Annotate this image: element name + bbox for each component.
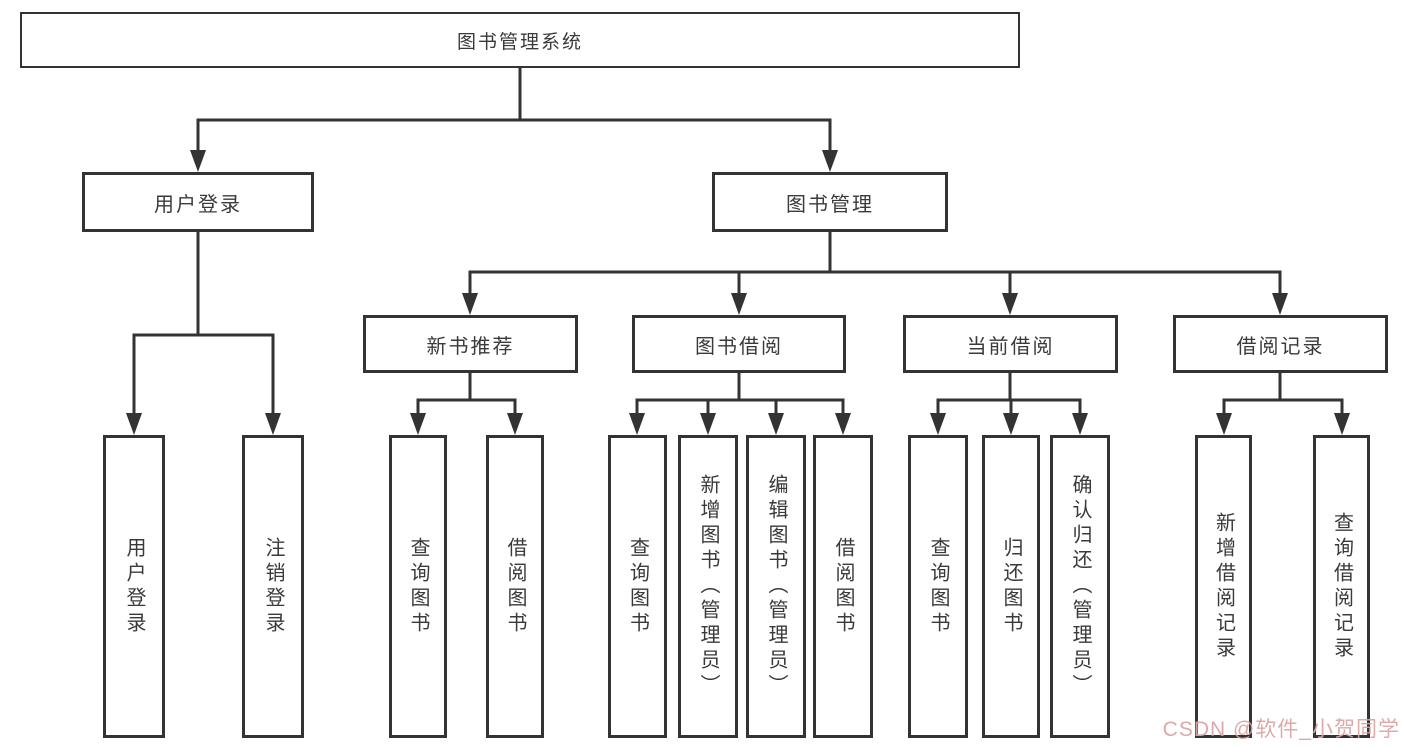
leaf-query-books-recommend: 查询图书 [389, 435, 447, 738]
arrowhead [629, 413, 645, 435]
arrowhead [1002, 293, 1018, 315]
arrowhead [1216, 413, 1232, 435]
connector-book-to-sections [468, 230, 1282, 295]
arrowhead [126, 413, 142, 435]
root-node-library-system: 图书管理系统 [20, 12, 1020, 68]
connector-borrowing-to-leaves [635, 371, 845, 415]
leaf-borrow-books: 借阅图书 [813, 435, 873, 738]
arrowhead [190, 150, 206, 172]
arrowhead [1003, 413, 1019, 435]
connector-root-to-level2 [196, 66, 832, 152]
leaf-add-books-admin: 新增图书（管理员） [678, 435, 738, 738]
node-new-book-recommend: 新书推荐 [363, 315, 578, 373]
arrowhead [700, 413, 716, 435]
leaf-query-books-borrowing: 查询图书 [608, 435, 667, 738]
arrowhead [507, 413, 523, 435]
connector-newbook-to-leaves [416, 371, 517, 415]
node-user-login: 用户登录 [82, 172, 314, 232]
leaf-query-borrow-record: 查询借阅记录 [1313, 435, 1370, 738]
arrowhead [265, 413, 281, 435]
arrowhead [930, 413, 946, 435]
node-borrowing-records: 借阅记录 [1173, 315, 1388, 373]
arrowhead [835, 413, 851, 435]
arrowhead [768, 413, 784, 435]
leaf-borrow-books-recommend: 借阅图书 [486, 435, 544, 738]
arrowhead [1272, 293, 1288, 315]
csdn-watermark: CSDN @软件_小贺同学 [1162, 718, 1400, 741]
connector-current-to-leaves [936, 371, 1082, 415]
leaf-logout: 注销登录 [242, 435, 304, 738]
arrowhead [1072, 413, 1088, 435]
leaf-return-books: 归还图书 [982, 435, 1040, 738]
arrowhead [410, 413, 426, 435]
arrowhead [731, 293, 747, 315]
arrowhead [462, 293, 478, 315]
node-current-borrowing: 当前借阅 [903, 315, 1118, 373]
leaf-add-borrow-record: 新增借阅记录 [1195, 435, 1252, 738]
connector-user-to-leaves [132, 230, 275, 415]
node-book-management: 图书管理 [712, 172, 948, 232]
arrowhead [822, 150, 838, 172]
node-book-borrowing: 图书借阅 [632, 315, 846, 373]
leaf-query-books-current: 查询图书 [908, 435, 968, 738]
leaf-confirm-return-admin: 确认归还（管理员） [1050, 435, 1110, 738]
arrowhead [1334, 413, 1350, 435]
leaf-user-login: 用户登录 [103, 435, 165, 738]
connector-records-to-leaves [1222, 371, 1344, 415]
leaf-edit-books-admin: 编辑图书（管理员） [746, 435, 806, 738]
